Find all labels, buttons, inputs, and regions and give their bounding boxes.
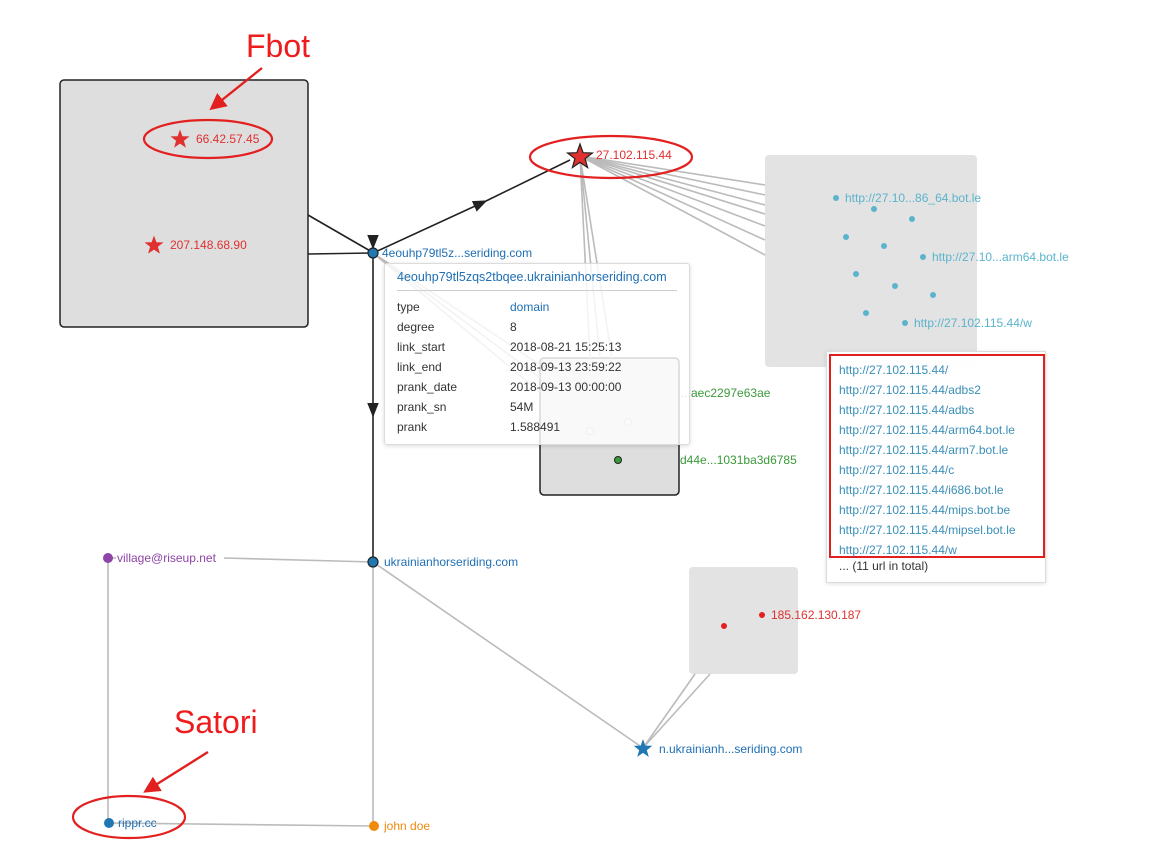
annotation-arrow-fbot xyxy=(209,67,263,111)
highlight-ellipse-66 xyxy=(142,118,274,160)
node-label-185[interactable]: 185.162.130.187 xyxy=(771,608,861,622)
tooltip-key: prank_date xyxy=(397,380,458,394)
url-item[interactable]: http://27.102.115.44/mips.bot.be xyxy=(839,503,1011,517)
node-label-27[interactable]: 27.102.115.44 xyxy=(596,148,672,162)
annotation-satori: Satori xyxy=(174,704,258,740)
node-label-66[interactable]: 66.42.57.45 xyxy=(196,132,260,146)
url-list-footer: ... (11 url in total) xyxy=(839,559,929,573)
group-box-urls[interactable] xyxy=(765,155,977,367)
url-item[interactable]: http://27.102.115.44/arm64.bot.le xyxy=(839,423,1015,437)
tooltip-key: prank_sn xyxy=(397,400,447,414)
node-person-john[interactable] xyxy=(369,821,379,831)
tooltip-row: type domain xyxy=(397,297,621,317)
group-box-fbot-ips[interactable] xyxy=(59,79,309,328)
highlight-ellipse-rippr xyxy=(71,794,187,840)
url-item[interactable]: http://27.102.115.44/adbs2 xyxy=(839,383,981,397)
url-list-popup: http://27.102.115.44/ http://27.102.115.… xyxy=(826,351,1046,583)
node-label-n-ukr[interactable]: n.ukrainianh...seriding.com xyxy=(659,742,802,756)
tooltip-value: 2018-09-13 00:00:00 xyxy=(510,380,622,394)
node-ip-185[interactable] xyxy=(759,612,765,618)
node-label-4eou[interactable]: 4eouhp79tl5z...seriding.com xyxy=(382,246,532,260)
highlight-ellipse-27 xyxy=(528,134,694,180)
tooltip-row: degree 8 xyxy=(397,317,621,337)
node-label-ukr[interactable]: ukrainianhorseriding.com xyxy=(384,555,518,569)
node-label-rippr[interactable]: rippr.cc xyxy=(118,816,157,830)
domain-star-icon[interactable] xyxy=(633,739,653,757)
node-label-hash-aec[interactable]: ...aec2297e63ae xyxy=(681,386,771,400)
url-item[interactable]: http://27.102.115.44/ xyxy=(839,363,949,377)
url-item[interactable]: http://27.102.115.44/arm7.bot.le xyxy=(839,443,1009,457)
annotation-arrow-satori xyxy=(143,750,209,793)
group-box-185[interactable] xyxy=(689,567,798,674)
tooltip-row: prank_date 2018-09-13 00:00:00 xyxy=(397,377,621,397)
url-item[interactable]: http://27.102.115.44/c xyxy=(839,463,955,477)
tooltip-key: type xyxy=(397,300,420,314)
tooltip-value: 2018-08-21 15:25:13 xyxy=(510,340,622,354)
tooltip-row: prank_sn 54M xyxy=(397,397,621,417)
url-list-highlight xyxy=(829,354,1045,558)
node-label-url-x86[interactable]: http://27.10...86_64.bot.le xyxy=(845,191,981,205)
node-label-url-w[interactable]: http://27.102.115.44/w xyxy=(914,316,1032,330)
ip-star-icon[interactable] xyxy=(170,129,190,148)
annotation-fbot: Fbot xyxy=(246,28,310,64)
node-domain-ukr[interactable] xyxy=(367,556,379,568)
tooltip-value: 2018-09-13 23:59:22 xyxy=(510,360,622,374)
tooltip-row: link_end 2018-09-13 23:59:22 xyxy=(397,357,621,377)
node-hash-d44[interactable] xyxy=(614,456,622,464)
node-tooltip: 4eouhp79tl5zqs2tbqee.ukrainianhorseridin… xyxy=(384,263,690,445)
tooltip-value: domain xyxy=(510,300,550,314)
tooltip-value: 1.588491 xyxy=(510,420,561,434)
node-label-john[interactable]: john doe xyxy=(383,819,430,833)
node-label-207[interactable]: 207.148.68.90 xyxy=(170,238,247,252)
tooltip-row: link_start 2018-08-21 15:25:13 xyxy=(397,337,621,357)
node-email-village[interactable] xyxy=(103,553,113,563)
ip-star-icon[interactable] xyxy=(565,142,595,170)
edges-dark xyxy=(307,159,571,558)
tooltip-table: type domain degree 8 link_start 2018-08-21 … xyxy=(397,297,621,437)
url-list: http://27.102.115.44/ http://27.102.115.… xyxy=(839,360,1016,560)
node-ip[interactable] xyxy=(721,623,727,629)
tooltip-key: degree xyxy=(397,320,435,334)
url-item[interactable]: http://27.102.115.44/mipsel.bot.le xyxy=(839,523,1016,537)
node-domain-4eou[interactable] xyxy=(367,247,379,259)
url-item[interactable]: http://27.102.115.44/w xyxy=(839,543,957,557)
tooltip-value: 54M xyxy=(510,400,534,414)
url-item[interactable]: http://27.102.115.44/adbs xyxy=(839,403,975,417)
tooltip-key: link_end xyxy=(397,360,442,374)
node-label-hash-d44[interactable]: d44e...1031ba3d6785 xyxy=(680,453,797,467)
tooltip-key: prank xyxy=(397,420,428,434)
tooltip-row: prank 1.588491 xyxy=(397,417,621,437)
tooltip-title: 4eouhp79tl5zqs2tbqee.ukrainianhorseridin… xyxy=(397,270,677,291)
node-label-url-arm64[interactable]: http://27.10...arm64.bot.le xyxy=(932,250,1069,264)
url-nodes[interactable] xyxy=(833,195,936,326)
ip-star-icon[interactable] xyxy=(144,235,164,254)
url-item[interactable]: http://27.102.115.44/i686.bot.le xyxy=(839,483,1004,497)
node-domain-rippr[interactable] xyxy=(104,818,114,828)
node-label-village[interactable]: village@riseup.net xyxy=(117,551,217,565)
tooltip-key: link_start xyxy=(397,340,446,354)
tooltip-value: 8 xyxy=(510,320,517,334)
